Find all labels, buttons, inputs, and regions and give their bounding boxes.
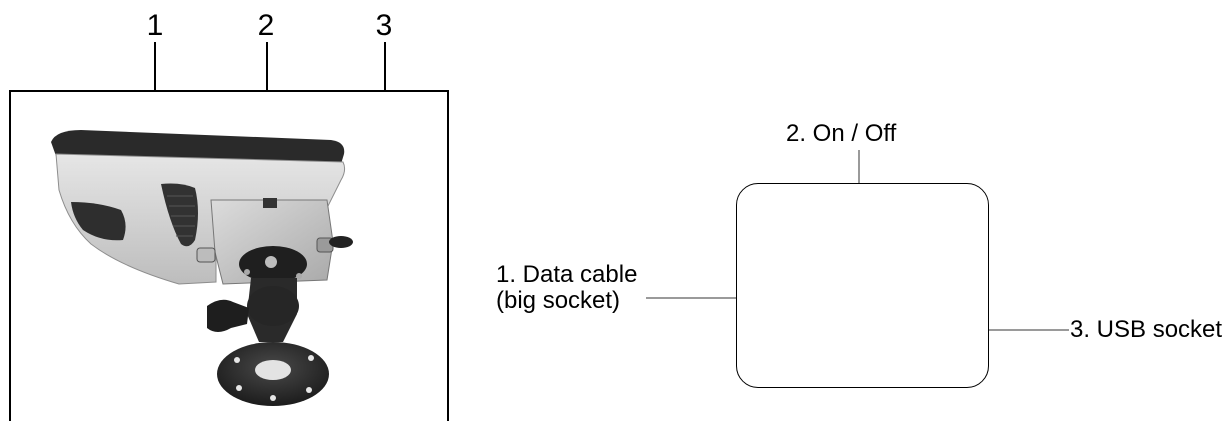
usb-socket-label: 3. USB socket bbox=[1070, 316, 1223, 343]
callout-number-1: 1 bbox=[146, 9, 164, 42]
callout-leader-3 bbox=[384, 42, 386, 91]
device-photo-illustration bbox=[51, 130, 353, 406]
callout-leader-2 bbox=[266, 42, 268, 91]
data-cable-label-line1: 1. Data cable bbox=[496, 261, 638, 288]
data-cable-leader-line bbox=[646, 297, 736, 299]
usb-leader-line bbox=[989, 329, 1069, 331]
callout-leader-1 bbox=[154, 42, 156, 91]
on-off-leader-line bbox=[858, 150, 860, 184]
callout-number-3: 3 bbox=[375, 9, 393, 42]
data-cable-label: 1. Data cable (big socket) bbox=[496, 262, 637, 314]
callout-number-2: 2 bbox=[257, 9, 275, 42]
device-schematic-box bbox=[736, 183, 989, 388]
data-cable-label-line2: (big socket) bbox=[496, 287, 621, 314]
device-photo bbox=[9, 90, 449, 421]
on-off-label: 2. On / Off bbox=[786, 120, 897, 147]
